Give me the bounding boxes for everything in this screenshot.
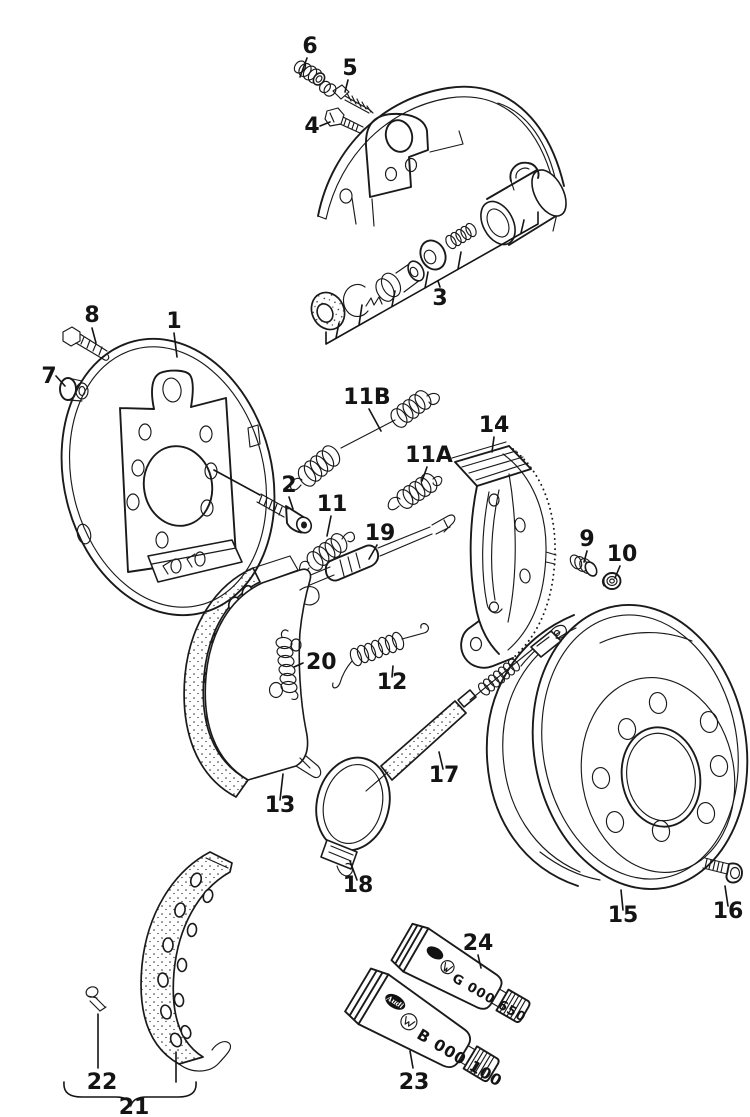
part-plug-9: [569, 554, 598, 577]
part-label-7: 7: [41, 364, 56, 389]
spring-11A: [387, 473, 443, 511]
lining-21: [140, 851, 233, 1072]
vw-logo-icon: [440, 960, 455, 975]
part-label-4: 4: [304, 114, 319, 139]
callout-12: 12: [377, 665, 408, 695]
part-label-1: 1: [166, 309, 181, 334]
part-bolt-16: [702, 857, 743, 884]
part-label-23: 23: [399, 1070, 430, 1095]
part-label-22: 22: [87, 1070, 118, 1095]
callout-6: 6: [299, 34, 318, 78]
part-label-18: 18: [343, 873, 374, 898]
clamp-18: [315, 756, 391, 877]
spring-11B: [290, 390, 440, 491]
part-label-21: 21: [119, 1095, 150, 1117]
brake-shoe-13: [183, 555, 322, 798]
part-label-11: 11: [317, 492, 348, 517]
callout-7: 7: [41, 364, 66, 389]
part-label-17: 17: [429, 763, 460, 788]
callout-24: 24: [463, 931, 494, 969]
callout-18: 18: [343, 860, 374, 898]
part-label-11B: 11B: [343, 385, 390, 410]
wheel-cylinder-mounted: [480, 161, 567, 246]
callout-8: 8: [84, 303, 100, 344]
callout-22: 22: [87, 1013, 118, 1095]
spring-12: [332, 623, 429, 689]
part-grommet-7: [59, 377, 89, 402]
brake-drum-15: [485, 604, 749, 890]
wheel-cylinder-kit-3: [310, 211, 539, 345]
callout-2: 2: [281, 473, 297, 510]
callout-4: 4: [304, 114, 331, 139]
part-label-9: 9: [579, 527, 594, 552]
part-label-11A: 11A: [405, 443, 453, 468]
callout-5: 5: [342, 56, 358, 93]
callout-3: 3: [432, 286, 447, 311]
part-label-8: 8: [84, 303, 99, 328]
part-label-24: 24: [463, 931, 494, 956]
callout-10: 10: [607, 542, 638, 579]
callout-11: 11: [317, 492, 348, 537]
part-label-19: 19: [365, 521, 396, 546]
part-label-13: 13: [265, 793, 296, 818]
callout-14: 14: [479, 413, 510, 453]
part-label-16: 16: [713, 899, 744, 924]
callout-19: 19: [365, 521, 396, 560]
part-label-3: 3: [432, 286, 447, 311]
audi-logo-icon: [385, 993, 406, 1010]
part-label-10: 10: [607, 542, 638, 567]
callout-16: 16: [713, 885, 744, 924]
callout-9: 9: [579, 527, 595, 563]
part-label-15: 15: [608, 903, 639, 928]
callout-21: 21: [63, 1051, 197, 1117]
callout-11B: 11B: [343, 385, 391, 432]
audi-logo-icon: [426, 946, 444, 960]
callout-20: 20: [293, 650, 337, 675]
part-label-20: 20: [306, 650, 337, 675]
part-bolt-8: [62, 326, 110, 361]
backing-plate-1: [60, 337, 276, 617]
part-label-12: 12: [377, 670, 408, 695]
spring-20: [275, 629, 299, 700]
callout-1: 1: [166, 309, 182, 358]
callout-23: 23: [399, 1050, 430, 1095]
part-label-2: 2: [281, 473, 296, 498]
backplate-top-partial: [317, 85, 565, 232]
part-label-14: 14: [479, 413, 510, 438]
part-plug-10: [601, 572, 622, 590]
part-rivet-22: [85, 986, 107, 1012]
spring-11: [298, 531, 356, 574]
part-bolt-4: [324, 107, 365, 134]
callout-17: 17: [429, 751, 460, 788]
callout-13: 13: [265, 773, 296, 818]
callout-15: 15: [608, 889, 639, 928]
part-label-5: 5: [342, 56, 357, 81]
brake-cable-17: [365, 624, 567, 792]
vw-logo-icon: [400, 1013, 418, 1031]
brake-shoe-14: [451, 441, 557, 669]
part-label-6: 6: [302, 34, 317, 59]
part-bolt-2: [256, 493, 313, 534]
part-bleeder-valve-5: [318, 80, 374, 114]
callout-11A: 11A: [405, 443, 453, 482]
